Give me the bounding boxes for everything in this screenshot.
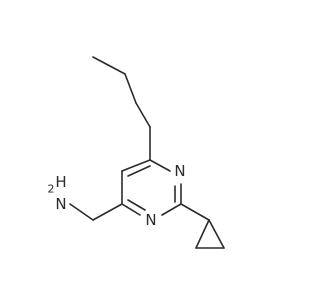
bond-ring-n3-c4-double bbox=[127, 199, 146, 211]
bond-butyl-c2-c3 bbox=[124, 73, 137, 104]
bond-ring-c5-c6-double bbox=[127, 165, 151, 177]
bond-ch2-nh2 bbox=[69, 203, 94, 221]
bond-ring-n3-c4 bbox=[121, 203, 141, 216]
bond-ring-c2-n3 bbox=[161, 203, 182, 216]
atom-label-nh2: H N 2 bbox=[48, 173, 67, 213]
atom-label-n3: N bbox=[145, 211, 156, 229]
nh2-n-label: N bbox=[55, 195, 66, 213]
bond-ring-c6-n1 bbox=[149, 159, 171, 172]
bond-cyclopropyl-a bbox=[208, 219, 225, 249]
bond-cyclopropyl-c bbox=[195, 219, 210, 249]
atom-label-n1: N bbox=[174, 162, 185, 180]
bond-c4-ch2 bbox=[92, 203, 123, 221]
nh2-subscript-label: 2 bbox=[48, 183, 55, 196]
bond-c2-cyclopropyl bbox=[180, 203, 210, 221]
bond-butyl-c1-c2 bbox=[92, 56, 126, 75]
bond-butyl-c3-c4 bbox=[135, 102, 151, 128]
bond-ring-c5-c6 bbox=[121, 159, 151, 172]
nh2-h-label: H bbox=[55, 173, 66, 191]
molecule-structure: N N H N 2 bbox=[48, 56, 225, 249]
